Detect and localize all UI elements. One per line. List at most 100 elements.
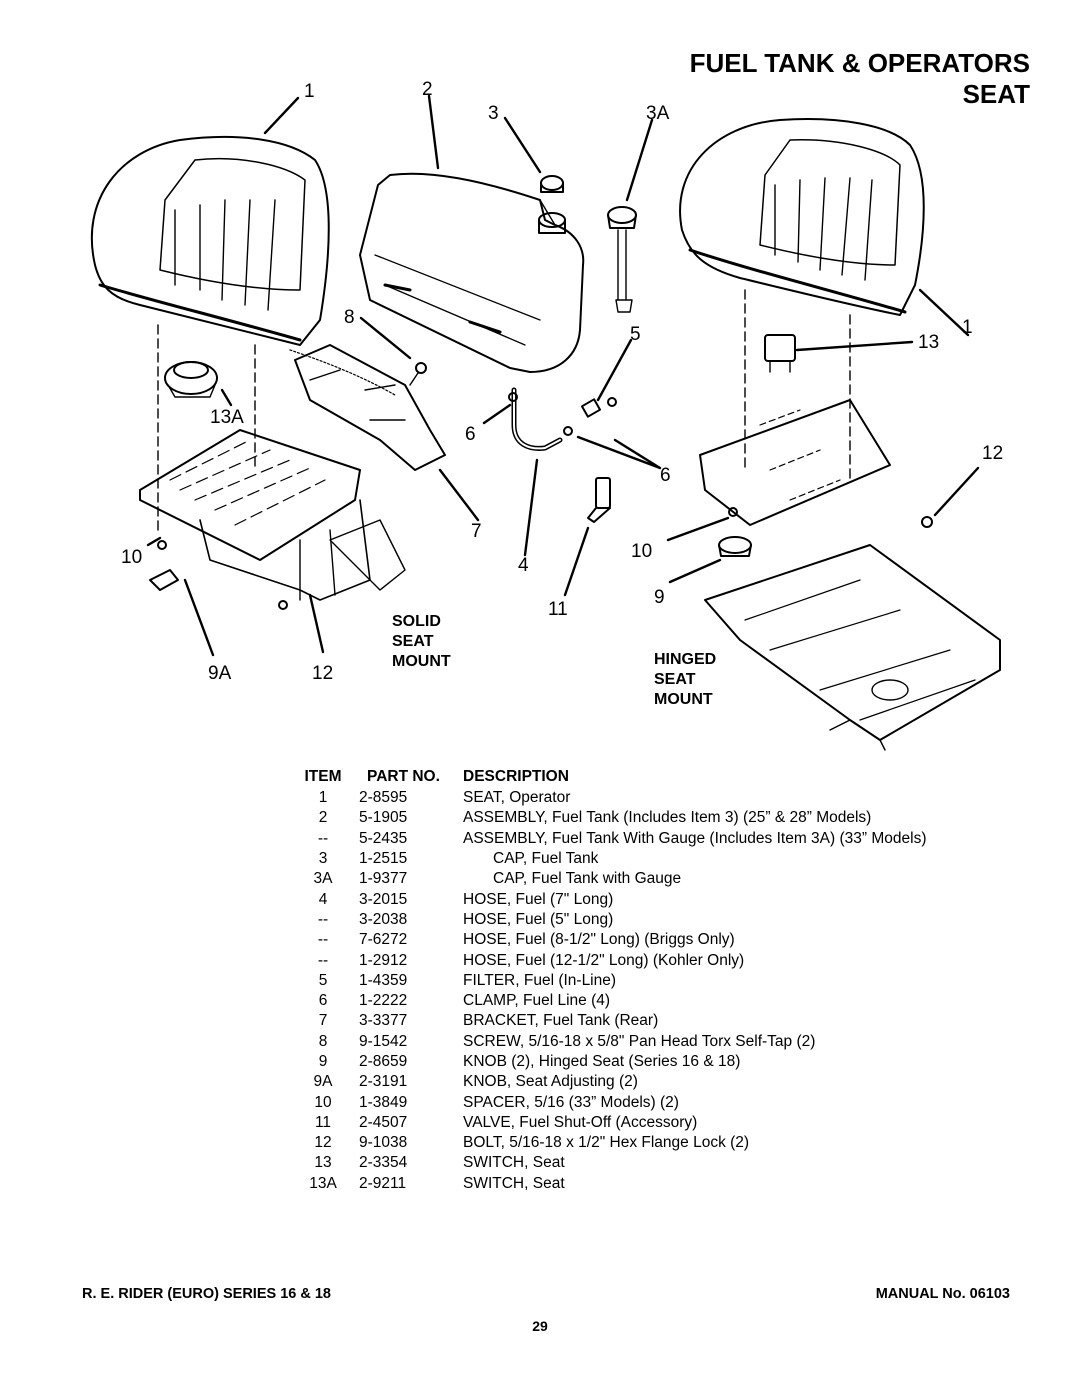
table-row: 4 3-2015 HOSE, Fuel (7" Long) (293, 889, 1033, 909)
seat-switch-13-illustration (764, 334, 796, 373)
row-description: SCREW, 5/16-18 x 5/8" Pan Head Torx Self… (463, 1032, 816, 1050)
row-part-no: 1-3849 (359, 1093, 408, 1111)
row-item: 13 (314, 1154, 332, 1172)
row-item: -- (317, 829, 329, 847)
row-part-no: 2-9211 (359, 1174, 407, 1192)
hinged-knob-illustration (718, 507, 752, 557)
row-part-no: 1-2222 (359, 992, 408, 1010)
seat-switch-13a-illustration (164, 361, 218, 398)
row-part-no: 2-8659 (359, 1053, 408, 1070)
callout-13: 13 (918, 332, 940, 353)
row-description: ASSEMBLY, Fuel Tank (Includes Item 3) (2… (463, 809, 872, 827)
row-part-no: 2-3354 (359, 1154, 408, 1172)
row-description: BOLT, 5/16-18 x 1/2" Hex Flange Lock (2) (463, 1134, 750, 1152)
callout-7: 7 (471, 521, 482, 542)
callout-leaders (146, 94, 980, 657)
callout-3: 3 (488, 103, 499, 124)
mount-label-line: SEAT (392, 633, 434, 650)
callout-11: 11 (548, 599, 568, 620)
left-seat-illustration (90, 135, 330, 346)
row-description: SEAT, Operator (463, 789, 571, 807)
row-description: HOSE, Fuel (8-1/2" Long) (Briggs Only) (463, 931, 735, 949)
callout-4: 4 (518, 555, 529, 576)
row-description: SWITCH, Seat (463, 1154, 565, 1172)
tank-neck-illustration (538, 212, 566, 234)
callout-12-right: 12 (982, 443, 1004, 464)
row-description: BRACKET, Fuel Tank (Rear) (463, 1012, 659, 1030)
mount-label-line: SEAT (654, 671, 696, 688)
row-item: 6 (318, 992, 328, 1010)
callout-10-left: 10 (121, 547, 143, 568)
footer-series: R. E. RIDER (EURO) SERIES 16 & 18 (82, 1286, 331, 1302)
gauge-cap-illustration (607, 206, 637, 313)
row-part-no: 7-6272 (359, 931, 408, 949)
row-item: 9 (318, 1053, 328, 1070)
row-description: HOSE, Fuel (12-1/2" Long) (Kohler Only) (463, 951, 745, 969)
solid-seat-mount-frame (139, 429, 406, 601)
row-part-no: 2-4507 (359, 1113, 408, 1131)
hinged-seat-plate (699, 399, 891, 526)
hinged-seat-mount-label: HINGED SEAT MOUNT (654, 650, 716, 710)
mount-label-line: HINGED (654, 651, 717, 668)
page-title: FUEL TANK & OPERATORS SEAT (689, 48, 1030, 109)
callout-13a: 13A (210, 407, 244, 428)
parts-diagram (90, 94, 1001, 751)
row-description: HOSE, Fuel (7" Long) (463, 890, 614, 908)
parts-table-header: ITEM PART NO. DESCRIPTION (293, 766, 1033, 788)
callout-5: 5 (630, 324, 641, 345)
callout-10-right: 10 (631, 541, 653, 562)
row-description: KNOB, Seat Adjusting (2) (463, 1073, 638, 1091)
row-part-no: 5-1905 (359, 809, 408, 827)
row-description: CAP, Fuel Tank (493, 850, 599, 868)
callout-3a: 3A (646, 103, 670, 124)
header-description: DESCRIPTION (463, 768, 569, 785)
row-item: -- (317, 910, 329, 928)
row-item: 7 (318, 1012, 328, 1030)
footer-manual-number: MANUAL No. 06103 (875, 1286, 1010, 1302)
callout-8: 8 (344, 307, 355, 328)
fuel-tank-illustration (359, 172, 585, 373)
row-description: ASSEMBLY, Fuel Tank With Gauge (Includes… (463, 829, 927, 847)
row-item: 3A (313, 870, 333, 888)
row-part-no: 3-3377 (359, 1012, 408, 1030)
callout-6-left: 6 (465, 424, 476, 445)
row-part-no: 3-2015 (359, 890, 408, 908)
row-item: 3 (318, 850, 328, 868)
row-item: 8 (318, 1032, 328, 1050)
row-part-no: 2-3191 (359, 1073, 408, 1091)
row-description: KNOB (2), Hinged Seat (Series 16 & 18) (463, 1053, 741, 1070)
table-row: 9A 2-3191 KNOB, Seat Adjusting (2) (293, 1072, 1033, 1092)
row-description: VALVE, Fuel Shut-Off (Accessory) (463, 1113, 698, 1131)
row-description: CAP, Fuel Tank with Gauge (493, 870, 682, 888)
row-item: 13A (309, 1174, 337, 1192)
fuel-hose-illustration (508, 387, 573, 451)
row-item: 9A (313, 1073, 333, 1091)
row-item: -- (317, 951, 329, 969)
row-part-no: 1-2515 (359, 850, 408, 868)
callout-9a: 9A (208, 663, 232, 684)
fuel-filter-illustration (580, 397, 617, 418)
row-part-no: 1-4359 (359, 971, 408, 989)
table-row: 7 3-3377 BRACKET, Fuel Tank (Rear) (293, 1011, 1033, 1031)
row-item: 4 (318, 890, 328, 908)
table-row: 8 9-1542 SCREW, 5/16-18 x 5/8" Pan Head To… (293, 1032, 1033, 1052)
table-row: 3 1-2515 CAP, Fuel Tank (293, 849, 1033, 869)
callout-6-right: 6 (660, 465, 671, 486)
row-description: SPACER, 5/16 (33” Models) (2) (463, 1093, 679, 1111)
row-part-no: 9-1542 (359, 1032, 408, 1050)
row-description: FILTER, Fuel (In-Line) (463, 971, 617, 989)
row-item: 12 (314, 1134, 332, 1152)
callout-1-right: 1 (962, 317, 973, 338)
mount-label-line: MOUNT (654, 691, 713, 708)
shutoff-valve-illustration (587, 477, 611, 523)
